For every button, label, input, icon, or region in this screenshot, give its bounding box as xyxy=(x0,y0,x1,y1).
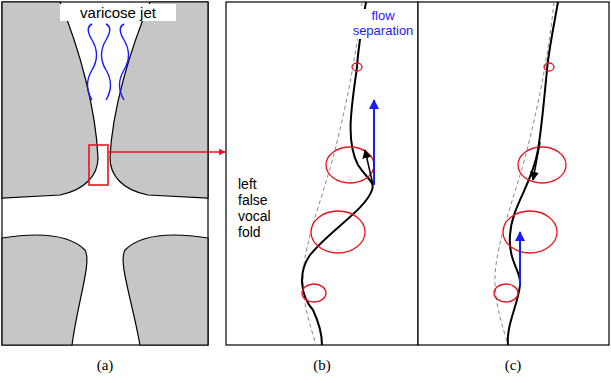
panel-letter: (b) xyxy=(302,357,342,374)
panel-letter: (a) xyxy=(85,357,125,374)
fold-contour xyxy=(302,2,373,345)
false-vocal-fold xyxy=(110,2,208,198)
zoom-arrow xyxy=(108,151,225,153)
panel-frame xyxy=(418,2,609,345)
vortex-ellipse xyxy=(518,147,566,183)
true-vocal-fold xyxy=(2,235,87,345)
motion-arrow xyxy=(533,142,540,180)
panel-frame xyxy=(226,2,418,345)
flow-arrow xyxy=(519,232,521,286)
true-vocal-fold xyxy=(123,235,208,345)
vortex-marks xyxy=(494,63,566,302)
vortex-ellipse xyxy=(302,284,326,302)
label-slot: flow separation xyxy=(350,9,416,39)
label-slot: varicose jet xyxy=(60,4,176,21)
panel-frame xyxy=(2,2,208,345)
rest-contour xyxy=(495,2,554,345)
vortex-ellipse xyxy=(352,63,362,71)
label-slot: (a) xyxy=(85,357,125,374)
label-slot: (b) xyxy=(302,357,342,374)
rest-contour xyxy=(303,2,362,345)
vortex-ellipse xyxy=(503,211,557,253)
false-vocal-fold xyxy=(2,2,98,198)
jet-wave xyxy=(88,24,97,100)
vortex-marks xyxy=(302,63,374,302)
vortex-ellipse xyxy=(494,284,518,302)
jet-wave xyxy=(120,24,129,100)
vortex-ellipse xyxy=(544,63,554,71)
flow-arrow xyxy=(373,100,375,185)
label-slot: left false vocal fold xyxy=(238,176,284,240)
fold-contour xyxy=(508,2,558,345)
panel-letter: (c) xyxy=(493,357,533,374)
zoom-box xyxy=(89,145,108,185)
motion-arrow xyxy=(365,150,373,185)
fold-label: left false vocal fold xyxy=(238,176,284,240)
jet-wave xyxy=(102,24,111,100)
jet-label: varicose jet xyxy=(60,4,176,21)
label-slot: (c) xyxy=(493,357,533,374)
jet-waves xyxy=(88,24,129,100)
vortex-ellipse xyxy=(326,147,374,183)
vortex-ellipse xyxy=(311,211,365,253)
flow-label: flow separation xyxy=(350,9,416,39)
